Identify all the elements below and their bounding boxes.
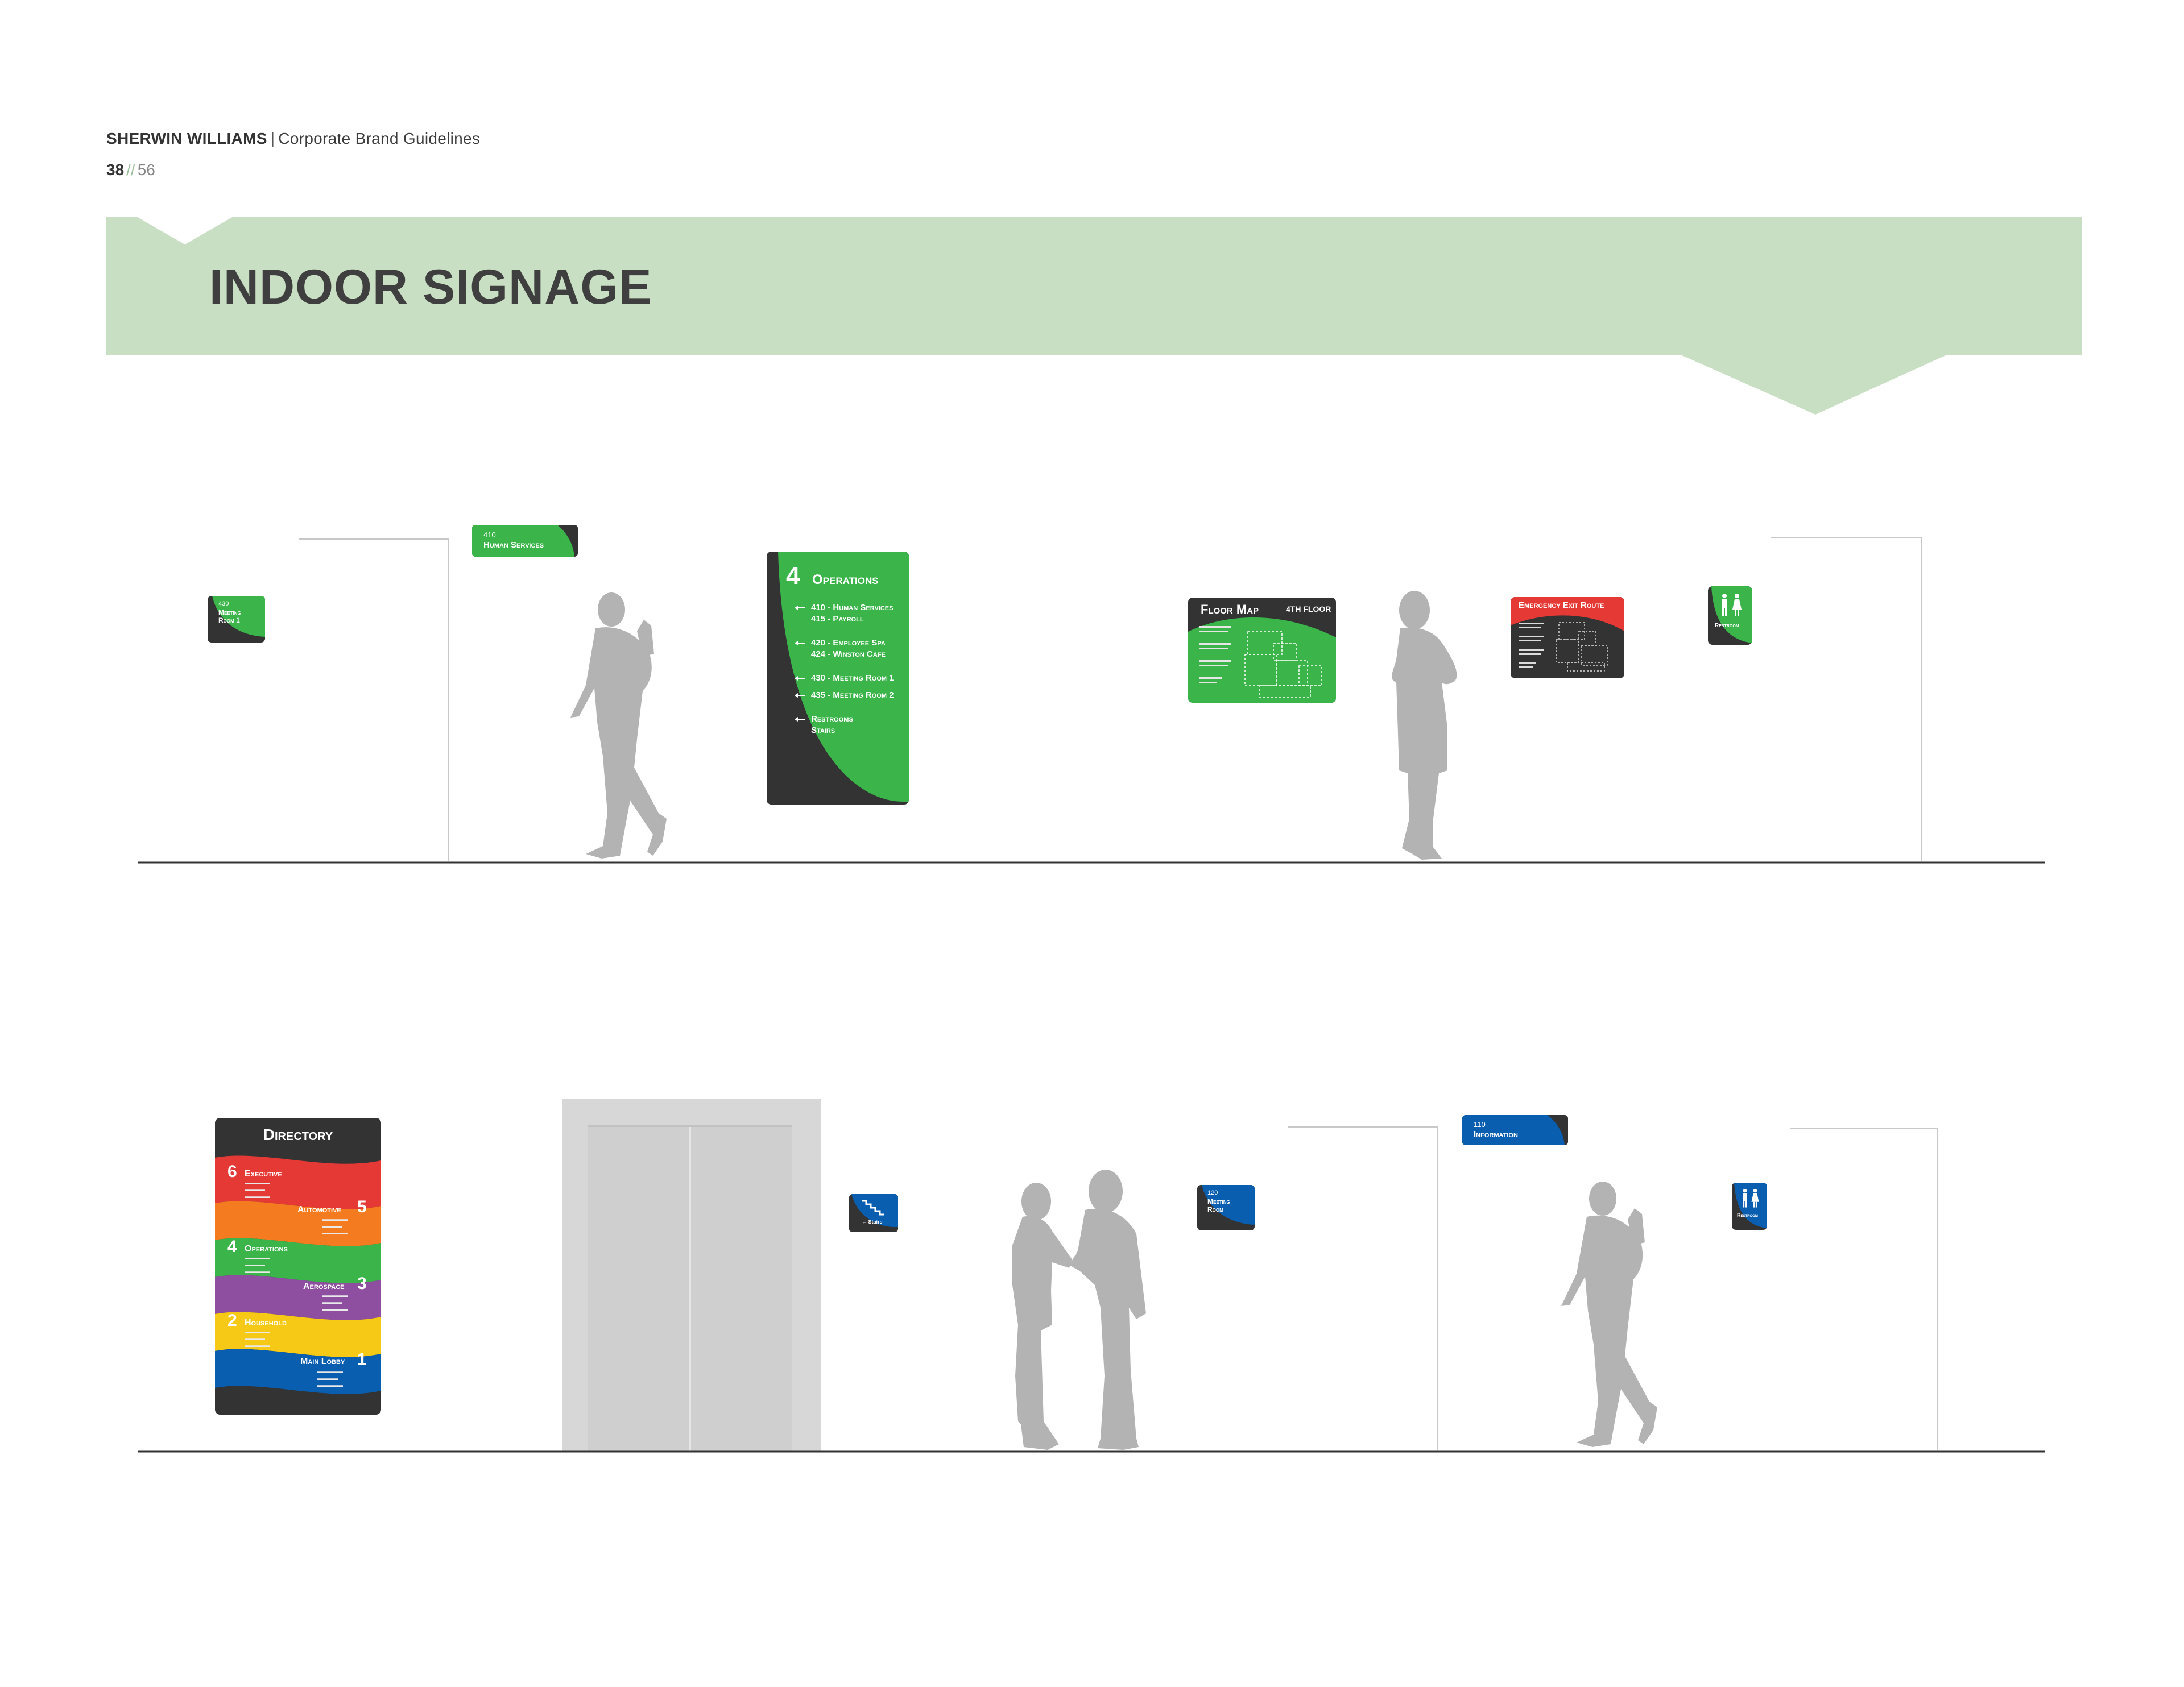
meeting-room-sign-blue: 120 Meeting Room — [1197, 1185, 1255, 1230]
row1-walls — [299, 537, 1922, 861]
restroom-icon — [1722, 594, 1742, 616]
operations-line-stairs: Stairs — [811, 726, 835, 735]
directory-name-2: Household — [245, 1318, 287, 1328]
directory-detail-1: ▬▬▬▬▬▬▬▬▬▬▬▬▬▬ — [317, 1369, 343, 1388]
stairs-sign: ← Stairs — [849, 1194, 898, 1232]
row2-walls — [1288, 1126, 1938, 1450]
brand-subtitle: Corporate Brand Guidelines — [278, 130, 481, 147]
directory-detail-2: ▬▬▬▬▬▬▬▬▬▬▬▬▬▬ — [245, 1329, 270, 1348]
restroom-blue-label: Restroom — [1737, 1212, 1758, 1218]
directory-floor-1: 1 — [357, 1350, 367, 1369]
operations-line-restrooms: Restrooms — [795, 714, 853, 724]
brand-name: SHERWIN WILLIAMS — [106, 130, 267, 147]
directory-floor-3: 3 — [357, 1274, 367, 1293]
stairs-icon — [862, 1200, 884, 1216]
stairs-sign-wave — [849, 1194, 898, 1228]
directory-detail-5: ▬▬▬▬▬▬▬▬▬▬▬▬▬▬ — [322, 1216, 348, 1236]
page-separator: // — [126, 161, 135, 179]
directory-bands — [215, 1155, 381, 1394]
directory-name-3: Aerospace — [303, 1282, 345, 1291]
operations-line-410: 410 - Human Services — [795, 603, 893, 612]
directory-detail-6: ▬▬▬▬▬▬▬▬▬▬▬▬▬▬ — [245, 1180, 270, 1199]
meeting-sign-wave — [208, 596, 265, 637]
human-services-sign: 410 Human Services — [472, 525, 578, 557]
directory-detail-3: ▬▬▬▬▬▬▬▬▬▬▬▬▬▬ — [322, 1292, 348, 1312]
page-total: 56 — [137, 161, 155, 179]
restroom-sign-green: Restroom — [1708, 586, 1752, 645]
restroom-label: Restroom — [1715, 623, 1739, 629]
page-title: INDOOR SIGNAGE — [209, 260, 652, 314]
directory-floor-2: 2 — [228, 1311, 237, 1330]
directory-title: Directory — [263, 1126, 333, 1143]
meeting-room-number: 430 — [218, 600, 229, 607]
row1-silhouettes — [570, 591, 1457, 860]
directory-floor-6: 6 — [228, 1162, 237, 1181]
information-number: 110 — [1474, 1120, 1486, 1129]
arrow-left-icon — [795, 606, 805, 611]
meeting-sign-blue-wave — [1197, 1185, 1255, 1225]
human-services-label: Human Services — [483, 540, 544, 550]
page-indicator: 38//56 — [106, 161, 155, 179]
human-services-wave — [472, 525, 574, 557]
operations-sign: 4 Operations 410 - Human Services 415 - … — [767, 552, 909, 805]
information-sign-wave — [1462, 1115, 1565, 1145]
meeting-room-line1: Meeting — [218, 608, 241, 616]
title-banner — [106, 217, 2082, 415]
directory-detail-4: ▬▬▬▬▬▬▬▬▬▬▬▬▬▬ — [245, 1255, 270, 1274]
operations-floor-number: 4 — [786, 562, 800, 590]
person-woman-talking-silhouette — [1012, 1183, 1072, 1450]
brand-header: SHERWIN WILLIAMS|Corporate Brand Guideli… — [106, 130, 480, 148]
operations-line-420: 420 - Employee Spa — [795, 638, 886, 648]
operations-line-430: 430 - Meeting Room 1 — [795, 673, 894, 683]
arrow-left-icon — [795, 676, 805, 681]
information-label: Information — [1474, 1130, 1518, 1139]
meeting-room-blue-line1: Meeting — [1207, 1197, 1230, 1205]
arrow-left-icon — [795, 693, 805, 698]
operations-line-435: 435 - Meeting Room 2 — [795, 690, 894, 700]
page-current: 38 — [106, 161, 125, 179]
directory-name-1: Main Lobby — [300, 1357, 345, 1366]
arrow-left-icon — [795, 717, 805, 722]
information-sign: 110 Information — [1462, 1115, 1568, 1145]
stairs-label: ← Stairs — [862, 1219, 883, 1225]
brand-separator: | — [270, 130, 275, 147]
restroom-sign-wave — [1708, 586, 1752, 643]
operations-line-424: 424 - Winston Cafe — [811, 649, 886, 659]
meeting-room-blue-line2: Room — [1207, 1205, 1223, 1213]
person-standing-silhouette — [1392, 591, 1457, 860]
emergency-exit-sign: Emergency Exit Route — [1511, 597, 1624, 678]
emergency-exit-graphic — [1511, 597, 1624, 672]
person-walking-silhouette — [570, 592, 667, 859]
person-man-talking-silhouette — [1069, 1170, 1146, 1450]
operations-title: Operations — [812, 572, 879, 587]
human-services-number: 410 — [483, 530, 496, 539]
restroom-sign-blue: Restroom — [1732, 1183, 1767, 1230]
row2-silhouettes — [1012, 1170, 1657, 1450]
directory-name-4: Operations — [245, 1244, 288, 1254]
restroom-icon — [1743, 1188, 1759, 1208]
directory-name-5: Automotive — [297, 1205, 341, 1215]
emergency-exit-title: Emergency Exit Route — [1519, 600, 1604, 610]
floor-map-floor: 4th floor — [1286, 604, 1331, 614]
meeting-room-sign: 430 Meeting Room 1 — [208, 596, 265, 643]
directory-floor-4: 4 — [228, 1237, 237, 1256]
person-walking-phone-silhouette — [1561, 1182, 1657, 1447]
building-directory-sign: Directory 6 Executive ▬▬▬▬▬▬▬▬▬▬▬▬▬▬ 5 A… — [215, 1118, 381, 1415]
floor-map-title: Floor Map — [1201, 602, 1259, 616]
arrow-left-icon — [795, 641, 805, 646]
directory-name-6: Executive — [245, 1169, 282, 1179]
floor-map-graphic — [1188, 617, 1336, 703]
floor-map-sign: Floor Map 4th floor — [1188, 598, 1336, 703]
elevator — [562, 1099, 821, 1452]
operations-line-415: 415 - Payroll — [811, 614, 864, 624]
meeting-room-blue-number: 120 — [1207, 1189, 1218, 1196]
directory-floor-5: 5 — [357, 1197, 367, 1216]
restroom-blue-wave — [1732, 1183, 1767, 1228]
meeting-room-line2: Room 1 — [218, 616, 240, 624]
operations-sign-wave — [767, 552, 909, 802]
